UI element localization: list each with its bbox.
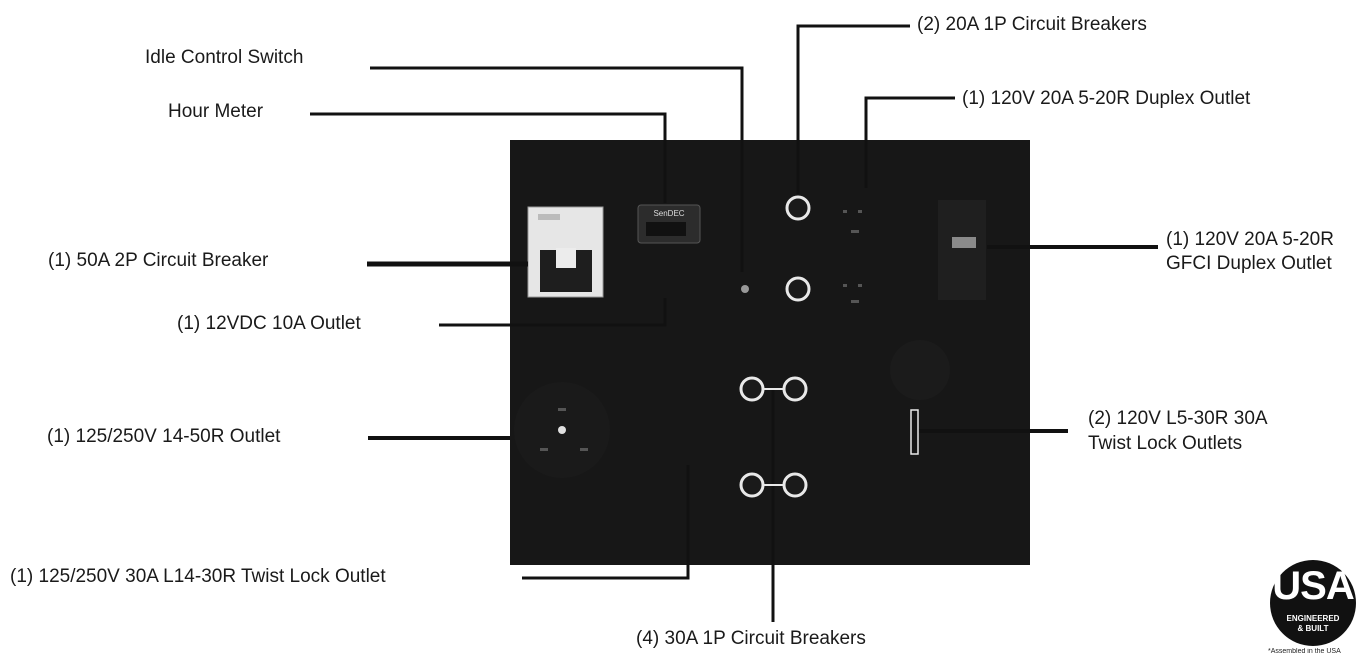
label-gfci-line2: GFCI Duplex Outlet (1166, 252, 1334, 276)
usa-logo-note: *Assembled in the USA (1268, 648, 1367, 655)
label-twist-lock-line1: (2) 120V L5-30R 30A (1088, 406, 1268, 431)
usa-logo-built: & BUILT (1270, 624, 1356, 633)
label-breaker-50a: (1) 50A 2P Circuit Breaker (48, 250, 268, 272)
twist-lock-bracket (911, 410, 918, 454)
label-outlet-14-50r: (1) 125/250V 14-50R Outlet (47, 426, 280, 448)
label-outlet-l14-30r: (1) 125/250V 30A L14-30R Twist Lock Outl… (10, 566, 386, 588)
breaker-50a-device (528, 207, 603, 297)
label-duplex-5-20r: (1) 120V 20A 5-20R Duplex Outlet (962, 88, 1250, 110)
label-breakers-20a: (2) 20A 1P Circuit Breakers (917, 14, 1147, 36)
label-outlet-12vdc: (1) 12VDC 10A Outlet (177, 313, 361, 335)
label-twist-lock: (2) 120V L5-30R 30A Twist Lock Outlets (1088, 406, 1268, 456)
label-idle-control-switch: Idle Control Switch (145, 47, 303, 69)
hour-meter-brand: SenDEC (653, 209, 684, 218)
gfci-outlet-device (938, 200, 986, 300)
hour-meter-device: SenDEC (638, 205, 700, 243)
label-breakers-30a: (4) 30A 1P Circuit Breakers (636, 628, 866, 650)
idle-switch-device (741, 285, 749, 293)
outlet-14-50r-device (514, 382, 610, 478)
label-twist-lock-line2: Twist Lock Outlets (1088, 431, 1268, 456)
usa-logo: USA ENGINEERED & BUILT *Assembled in the… (1268, 560, 1367, 656)
label-gfci-line1: (1) 120V 20A 5-20R (1166, 228, 1334, 252)
twist-lock-outlet-device (890, 340, 950, 400)
usa-logo-text: USA (1270, 566, 1356, 606)
label-hour-meter: Hour Meter (168, 101, 263, 123)
label-gfci: (1) 120V 20A 5-20R GFCI Duplex Outlet (1166, 228, 1334, 276)
usa-logo-engineered: ENGINEERED (1270, 614, 1356, 623)
usa-logo-badge: USA ENGINEERED & BUILT (1270, 560, 1356, 646)
